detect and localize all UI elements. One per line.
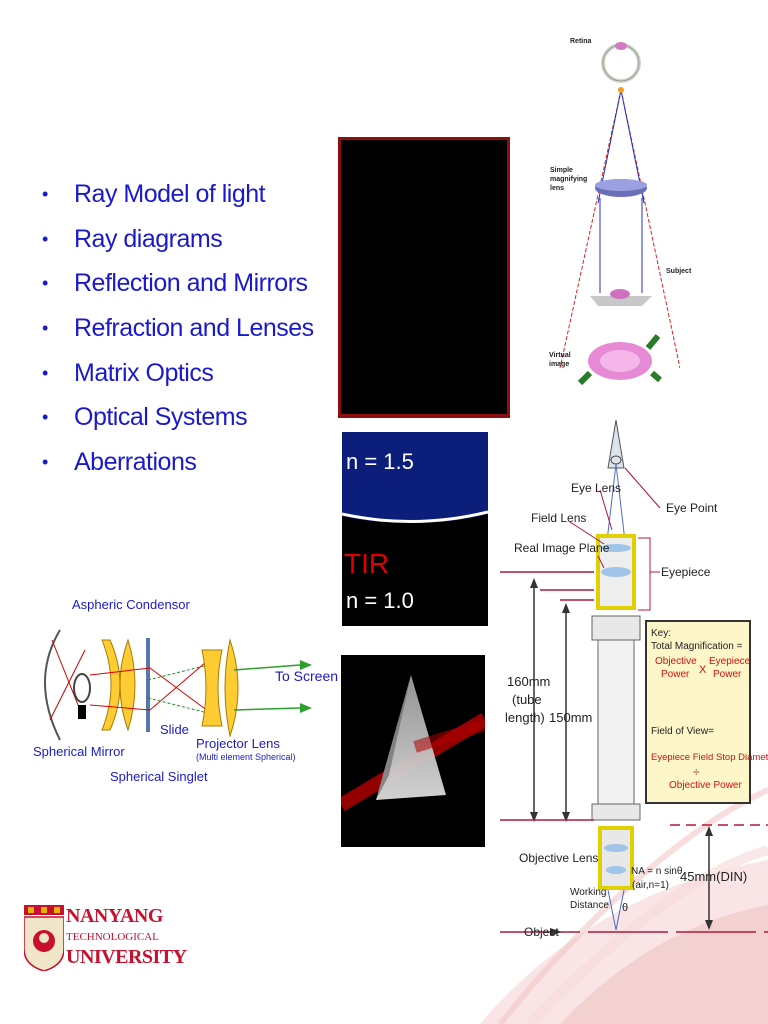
din-label: 45mm(DIN) [680,869,748,884]
topic-item: •Refraction and Lenses [42,314,314,343]
key-objective-power-2: Power [661,669,690,680]
real-image-plane-label: Real Image Plane [514,541,610,555]
topic-label: Ray Model of light [74,180,266,208]
theta-label: θ [622,902,629,914]
topic-item: •Matrix Optics [42,358,214,387]
magnifier-lens-label-3: lens [550,185,565,192]
key-box: Key: Total Magnification = Objective Pow… [645,620,768,804]
key-fov-formula: Eyepiece Field Stop Diameter [651,752,768,763]
tir-label: TIR [344,548,390,579]
key-divide: ÷ [693,765,700,779]
objective-lens-label: Objective Lens [519,851,599,865]
topic-label: Ray diagrams [74,224,223,253]
key-eyepiece-power-1: Eyepiece [709,656,751,667]
topic-item: •Optical Systems [42,403,248,432]
key-eyepiece-power-2: Power [713,669,742,680]
video-panel[interactable] [338,137,510,418]
projector-diagram [44,629,312,741]
eyepiece-label: Eyepiece [661,565,711,579]
working-distance-label-2: Distance [570,900,609,911]
prism-panel [341,655,485,847]
key-objective-power-1: Objective [655,656,697,667]
tube-label-2: (tube [512,692,542,707]
eye-lens-label: Eye Lens [571,481,622,495]
length-150-label: 150mm [549,710,593,725]
projector-lens-label: Projector Lens [196,736,280,751]
logo-line-3: UNIVERSITY [66,946,187,968]
virtual-image-label-2: image [549,361,570,368]
working-distance-label-1: Working [570,887,607,898]
key-times: X [699,664,707,676]
key-fov: Field of View= [651,726,714,737]
tir-n-top: n = 1.5 [346,449,414,474]
topic-label: Matrix Optics [74,358,214,387]
topic-item: •Ray diagrams [42,224,223,253]
topic-label: Reflection and Mirrors [74,269,308,298]
retina-label: Retina [570,38,592,45]
logo-line-1: NANYANG [66,905,163,927]
na-label-1: NA = n sinθ [631,866,683,877]
key-objective-power: Objective Power [669,780,742,791]
topic-item: •Aberrations [42,448,197,477]
slide-label: Slide [160,722,189,737]
na-label-2: (air,n=1) [632,880,669,891]
ntu-crest-icon [24,905,64,971]
magnifier-lens-label-1: Simple [550,167,573,174]
key-title: Key: [651,628,672,639]
tube-label-1: 160mm [507,674,551,689]
to-screen-label: To Screen [275,668,339,684]
topic-label: Aberrations [74,448,197,477]
prism-graphic [341,675,485,812]
condensor-label: Aspheric Condensor [72,597,190,612]
logo-line-2: TECHNOLOGICAL [66,931,159,943]
topic-label: Refraction and Lenses [74,314,314,343]
tube-label-3: length) [505,710,545,725]
topic-item: •Reflection and Mirrors [42,269,308,298]
eye-point-label: Eye Point [666,501,718,515]
field-lens-label: Field Lens [531,511,587,525]
topic-label: Optical Systems [74,403,248,432]
topic-item: •Ray Model of light [42,180,266,208]
microscope-diagram [500,420,768,936]
virtual-image-label-1: Virtual [549,352,571,359]
magnifier-diagram [559,42,680,386]
tir-panel: n = 1.5 TIR n = 1.0 [342,432,488,626]
topic-list: •Ray Model of light •Ray diagrams •Refle… [40,172,314,485]
mirror-label: Spherical Mirror [33,744,125,759]
object-label: Object [524,925,559,939]
singlet-label: Spherical Singlet [110,769,208,784]
key-total-mag: Total Magnification = [651,641,743,652]
tir-n-bottom: n = 1.0 [346,588,414,613]
tir-interface-graphic [342,432,488,542]
magnifier-lens-label-2: magnifying [550,176,588,183]
projector-lens-note: (Multi element Spherical) [196,752,296,762]
subject-label: Subject [666,268,692,275]
